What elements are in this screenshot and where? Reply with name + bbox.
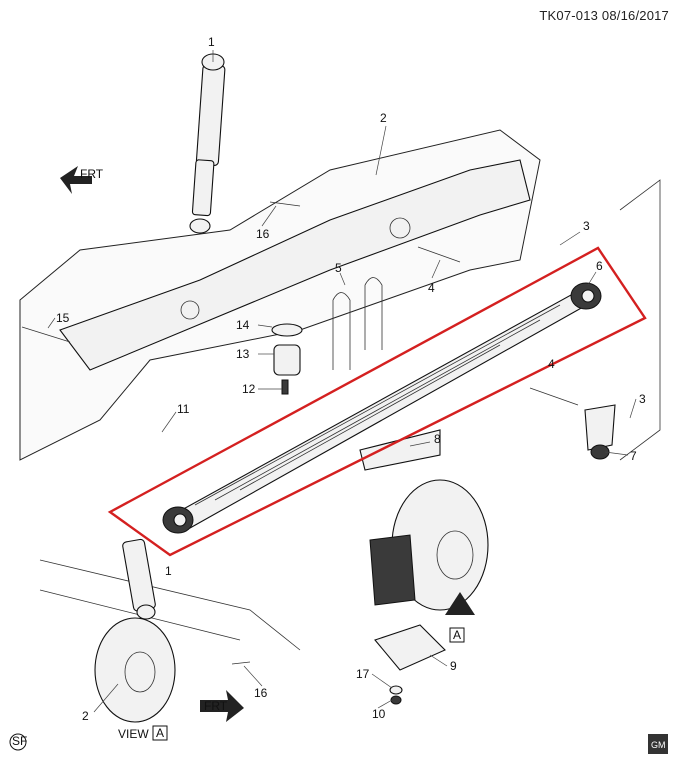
- view-caption-box: A: [156, 726, 164, 740]
- callouts: 1 2 3 4 5 6 7 8 9 10 11 12 13 14 15 16 1…: [56, 35, 646, 723]
- callout-6: 6: [596, 259, 603, 273]
- view-caption-text: VIEW: [118, 727, 149, 741]
- jounce-bumper: [271, 323, 303, 395]
- callout-12: 12: [242, 382, 256, 396]
- callout-14: 14: [236, 318, 250, 332]
- frame-outline: [19, 129, 661, 651]
- leader-lines: [47, 50, 637, 713]
- front-arrow-lower: FRT: [200, 690, 244, 722]
- callout-4: 4: [428, 281, 435, 295]
- front-arrow-upper: FRT: [60, 166, 104, 194]
- leaf-spring: [162, 282, 602, 534]
- diagram-date: 08/16/2017: [601, 8, 669, 23]
- brake-rotor: [369, 479, 489, 611]
- callout-2: 2: [380, 111, 387, 125]
- spring-shackle: [584, 404, 616, 460]
- callout-1-lower: 1: [165, 564, 172, 578]
- spring-plate: [359, 429, 441, 471]
- gm-logo-text: GM: [651, 740, 666, 750]
- u-bolts: [332, 277, 383, 370]
- callout-13: 13: [236, 347, 250, 361]
- callout-9: 9: [450, 659, 457, 673]
- callout-10: 10: [372, 707, 386, 721]
- diagram-code: TK07-013: [539, 8, 599, 23]
- front-arrow-upper-label: FRT: [80, 167, 104, 181]
- callout-16-lower: 16: [254, 686, 268, 700]
- frame-rail: [59, 159, 531, 371]
- view-a-hub: [94, 617, 176, 723]
- corner-badge-text: SF: [12, 734, 27, 748]
- callout-17: 17: [356, 667, 370, 681]
- callout-8: 8: [434, 432, 441, 446]
- callout-2-lower: 2: [82, 709, 89, 723]
- view-caption: VIEW A: [118, 725, 168, 741]
- corner-badge: SF: [9, 733, 27, 751]
- callout-3: 3: [583, 219, 590, 233]
- callout-11: 11: [177, 402, 190, 416]
- callout-1: 1: [208, 35, 215, 49]
- lower-spring-plate: [374, 624, 446, 705]
- shock-absorber-lower: [122, 538, 156, 620]
- diagram-reference: TK07-013 08/16/2017: [539, 8, 669, 23]
- view-a-arrow: A: [445, 592, 475, 643]
- gm-logo: GM: [648, 734, 668, 754]
- highlight-box: [107, 246, 647, 557]
- callout-7: 7: [630, 449, 637, 463]
- front-arrow-lower-label: FRT: [204, 699, 228, 713]
- callout-5: 5: [335, 261, 342, 275]
- callout-3-lower: 3: [639, 392, 646, 406]
- callout-16: 16: [256, 227, 270, 241]
- shock-absorber-upper: [189, 53, 226, 234]
- callout-15: 15: [56, 311, 70, 325]
- view-a-arrow-label: A: [453, 628, 461, 642]
- bolts: [21, 201, 579, 665]
- callout-4-lower: 4: [548, 357, 555, 371]
